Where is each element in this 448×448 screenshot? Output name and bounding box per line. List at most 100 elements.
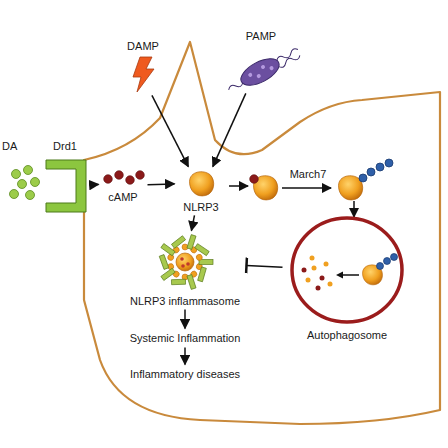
node-text-group: cAMP [100, 191, 146, 204]
core-dot [180, 257, 184, 261]
caspase-subunit [159, 255, 168, 270]
camp-molecule [115, 171, 124, 180]
node-label: NLRP3 inflammasome [125, 295, 245, 308]
pamp-microbe: PAMP [230, 30, 292, 92]
bacterium-symbol [224, 43, 304, 98]
node-label: NLRP3 [176, 201, 226, 214]
degraded-fragment [302, 268, 307, 273]
camp-molecules: cAMP [100, 170, 146, 204]
receptor-symbol [46, 160, 86, 212]
node-text-group: PAMP [230, 30, 292, 43]
bacterium-body [237, 53, 283, 90]
adaptor-subunit [195, 254, 203, 262]
autophagosome: Autophagosome [284, 212, 410, 342]
core-dot [186, 262, 190, 266]
degraded-fragment [328, 282, 333, 287]
node-text-group: Autophagosome [284, 329, 410, 342]
dopamine-molecule [24, 166, 33, 175]
inflammasome-symbol [159, 235, 213, 290]
camp-molecule [136, 171, 145, 180]
outcome-text: Systemic Inflammation [110, 330, 260, 346]
node-text-group: Systemic Inflammation [110, 332, 260, 345]
degradation-arrow [353, 201, 355, 217]
bacterium-spot [260, 64, 265, 69]
caspase-subunit [187, 275, 196, 290]
lightning-symbol [133, 57, 154, 92]
ubiquitin [377, 263, 384, 270]
arrow-connector [184, 310, 186, 329]
bacterium-spot [256, 73, 261, 78]
receptor: Drd1 [42, 140, 88, 216]
degraded-fragment [316, 286, 321, 291]
node-text-group: Inflammatory diseases [110, 368, 260, 381]
node-text-group: NLRP3 inflammasome [125, 295, 245, 308]
arrow-connector [147, 183, 174, 185]
degraded-fragment [312, 266, 317, 271]
dopamine-molecule [18, 180, 27, 189]
bacterium-spot [248, 72, 253, 77]
flagellum [276, 47, 300, 63]
caspase-subunit [198, 267, 207, 282]
node-text-group: DAMP [118, 40, 168, 53]
dopamine: DA [2, 140, 42, 202]
degraded-fragment [320, 276, 325, 281]
dopamine-molecule [10, 190, 19, 199]
arrow-connector [89, 184, 98, 186]
degradation-arrow [342, 274, 359, 276]
node-text-group: Drd1 [42, 140, 88, 153]
caspase-subunit [161, 268, 175, 280]
ubiquitination-arrow [282, 187, 331, 189]
node-text-group: NLRP3 [176, 201, 226, 214]
node-label: DA [2, 140, 42, 153]
arrow-connector [152, 95, 188, 166]
cell-membrane [84, 42, 440, 424]
node-label: cAMP [100, 191, 146, 204]
nlrp3-protein: NLRP3 [176, 168, 226, 214]
ubiquitin [367, 168, 375, 176]
degraded-fragment [324, 262, 329, 267]
node-label: Drd1 [42, 140, 88, 153]
outcome-text: Inflammatory diseases [110, 366, 260, 382]
degraded-fragment [310, 256, 315, 261]
node-text-group: DA [2, 140, 42, 153]
node-label: Inflammatory diseases [110, 368, 260, 381]
core-dot [181, 264, 185, 268]
arrow-head [336, 272, 343, 279]
caspase-subunit [199, 260, 213, 265]
camp-molecule [126, 176, 135, 185]
caspase-subunit [195, 244, 209, 256]
node-label: DAMP [118, 40, 168, 53]
ubiquitin [359, 174, 367, 182]
caspase-subunit [187, 235, 196, 250]
camp-molecule [250, 175, 259, 184]
arrow-annotation: March7 [282, 168, 334, 181]
arrow-connector [213, 93, 246, 166]
node-label: PAMP [230, 30, 292, 43]
node-label: Systemic Inflammation [110, 332, 260, 345]
ubiquitin [385, 159, 393, 167]
dopamine-molecule [26, 191, 35, 200]
dopamine-molecule [31, 178, 40, 187]
nlrp3-symbol [190, 172, 214, 196]
binding-arrow [229, 185, 248, 187]
degraded-fragment [306, 278, 311, 283]
bacterium-spot [269, 65, 274, 70]
inflammasome-core [176, 253, 194, 271]
camp-molecule [104, 175, 113, 184]
node-label: Autophagosome [284, 329, 410, 342]
ubiquitin [376, 163, 384, 171]
caspase-subunit [171, 279, 185, 284]
arrow-connector [184, 348, 186, 365]
ubiquitin [391, 254, 398, 261]
inflammasome-complex: NLRP3 inflammasome [125, 232, 245, 308]
caspase-subunit [171, 236, 185, 249]
inhibition-connector [246, 265, 282, 267]
arrow-connector [191, 215, 194, 230]
autophagosome-membrane [292, 218, 402, 322]
ubiquitin [384, 258, 391, 265]
dopamine-molecule [12, 170, 21, 179]
node-outline [284, 212, 410, 342]
